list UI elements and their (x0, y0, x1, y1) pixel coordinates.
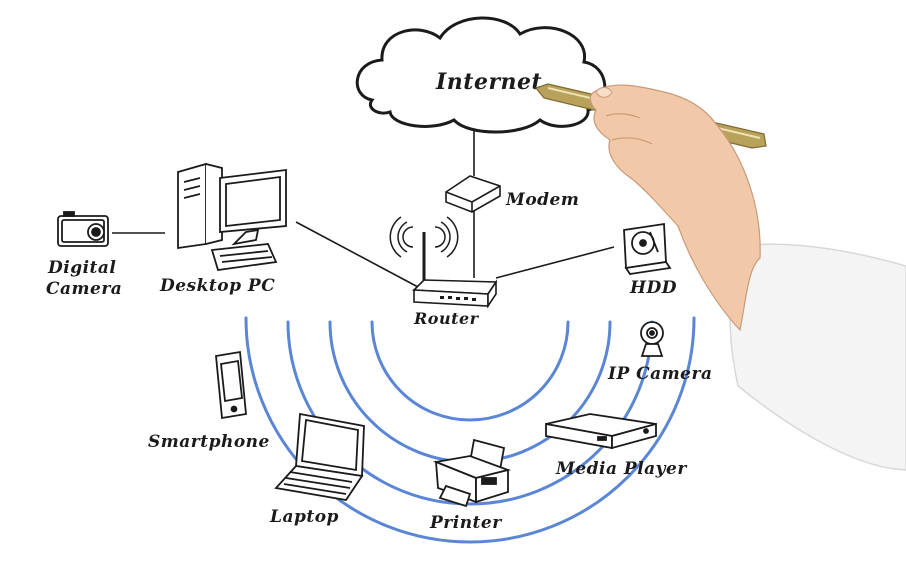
hdd-node: HDD (623, 222, 677, 298)
internet-cloud: Internet (355, 16, 607, 134)
media-player-node: Media Player (545, 413, 687, 479)
internet-label: Internet (435, 69, 542, 95)
line-hdd-router (495, 246, 615, 279)
wifi-arc-4 (244, 316, 696, 544)
wifi-arc-3 (286, 320, 654, 506)
digital-camera-label-line2: Camera (46, 279, 122, 299)
printer-node: Printer (429, 438, 512, 533)
digital-camera-icon (57, 211, 109, 247)
modem-node: Modem (445, 175, 579, 213)
wireless-signal-icon (389, 216, 459, 258)
digital-camera-node: Digital Camera (46, 211, 122, 299)
router-label: Router (413, 309, 480, 328)
modem-icon (445, 175, 501, 213)
wifi-arc-1 (370, 320, 570, 422)
router-node: Router (389, 216, 498, 328)
sleeve (729, 243, 906, 471)
router-icon (412, 279, 498, 309)
media-player-label: Media Player (555, 459, 687, 479)
hdd-icon (623, 222, 672, 275)
laptop-node: Laptop (269, 412, 365, 527)
desktop-pc-icon (177, 162, 287, 271)
desktop-pc-node: Desktop PC (159, 162, 287, 296)
cloud-icon (355, 16, 607, 134)
desktop-pc-label: Desktop PC (159, 276, 275, 296)
ip-camera-label: IP Camera (607, 364, 712, 384)
smartphone-node: Smartphone (148, 350, 270, 452)
ip-camera-node: IP Camera (607, 321, 712, 384)
modem-label: Modem (505, 190, 579, 210)
laptop-icon (274, 412, 365, 501)
digital-camera-label-line1: Digital (47, 258, 116, 278)
printer-icon (432, 438, 512, 508)
line-desktop-router (295, 221, 419, 288)
smartphone-label: Smartphone (148, 432, 270, 452)
hdd-label: HDD (629, 278, 677, 298)
pc-keyboard (210, 243, 278, 271)
smartphone-icon (215, 350, 247, 420)
pc-tower (177, 162, 207, 250)
laptop-label: Laptop (269, 507, 339, 527)
media-player-icon (545, 413, 657, 450)
printer-label: Printer (429, 513, 502, 533)
wifi-arc-2 (328, 320, 612, 464)
ip-camera-icon (640, 321, 664, 357)
hand (589, 84, 761, 332)
connection-lines (112, 126, 615, 288)
hand-with-pen (534, 83, 906, 471)
